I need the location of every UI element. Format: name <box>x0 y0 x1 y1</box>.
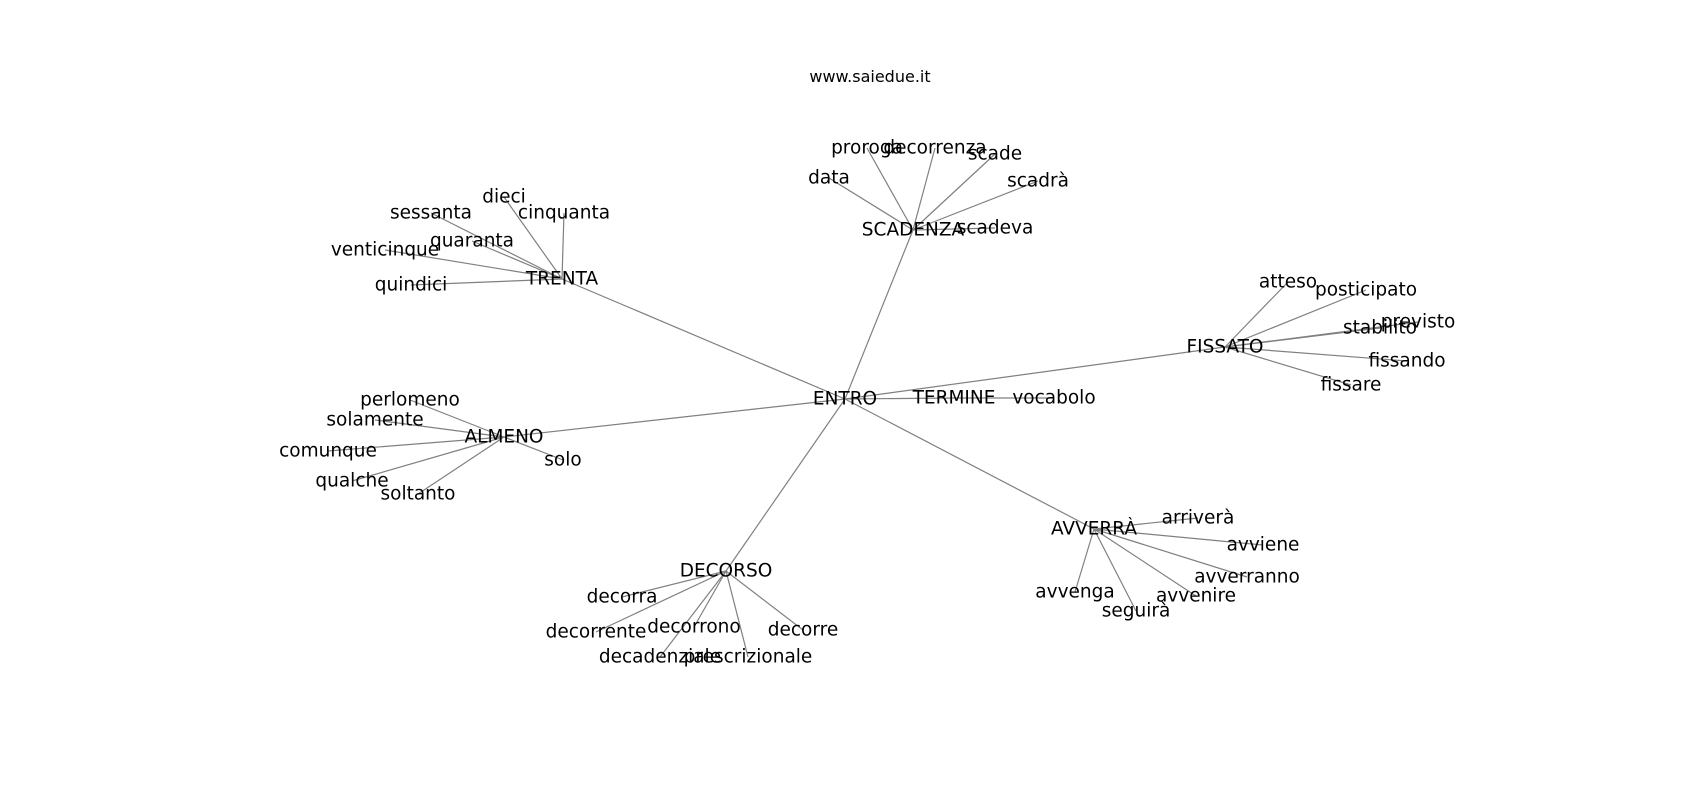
node-decorrente: decorrente <box>546 622 647 643</box>
node-avverra: AVVERRÀ <box>1051 518 1137 540</box>
node-scadra: scadrà <box>1007 171 1069 192</box>
edge-almeno-qualche <box>351 436 505 482</box>
node-arrivera: arriverà <box>1162 508 1235 529</box>
edge-entro-almeno <box>503 398 846 438</box>
node-scade: scade <box>968 144 1022 165</box>
node-prescrizionale: prescrizionale <box>684 647 813 668</box>
edge-entro-avverra <box>844 398 1095 530</box>
edge-trenta-dieci <box>503 196 563 280</box>
edge-almeno-solamente <box>374 419 505 438</box>
edge-decorso-prescrizionale <box>725 570 749 658</box>
edge-scadenza-data <box>828 177 914 231</box>
node-solamente: solamente <box>326 410 423 431</box>
edge-trenta-sessanta <box>430 212 563 280</box>
edge-trenta-cinquanta <box>561 212 565 280</box>
watermark-text: www.saiedue.it <box>809 67 930 86</box>
node-avviene: avviene <box>1227 535 1300 556</box>
node-scadeva: scadeva <box>957 218 1034 239</box>
edge-avverra-seguira <box>1093 528 1137 612</box>
edge-scadenza-decorrenza <box>912 147 936 231</box>
node-qualche: qualche <box>315 471 388 492</box>
edge-decorso-decorre <box>725 570 804 631</box>
node-avvenire: avvenire <box>1156 586 1236 607</box>
node-sessanta: sessanta <box>390 203 472 224</box>
node-fissato: FISSATO <box>1186 337 1263 358</box>
edge-decorso-decorra <box>621 570 727 598</box>
node-posticipato: posticipato <box>1315 280 1417 301</box>
edge-almeno-perlomeno <box>409 399 505 438</box>
node-soltanto: soltanto <box>381 484 456 505</box>
edge-avverra-avverranno <box>1093 528 1248 578</box>
node-previsto: previsto <box>1381 312 1456 333</box>
node-avvenga: avvenga <box>1035 582 1114 603</box>
node-fissare: fissare <box>1321 375 1382 396</box>
edge-almeno-solo <box>503 436 564 461</box>
edge-entro-fissato <box>844 346 1226 400</box>
node-fissando: fissando <box>1368 351 1445 372</box>
edge-avverra-avvenire <box>1093 528 1197 597</box>
edge-fissato-fissare <box>1224 346 1352 386</box>
node-quaranta: quaranta <box>430 231 514 252</box>
edge-avverra-arrivera <box>1093 517 1199 530</box>
node-dieci: dieci <box>482 187 526 208</box>
edge-scadenza-scade <box>912 153 996 231</box>
node-decorre: decorre <box>768 620 838 641</box>
edge-decorso-decorrente <box>595 570 727 633</box>
edge-entro-scadenza <box>844 229 914 400</box>
node-avverranno: avverranno <box>1194 567 1300 588</box>
edge-fissato-fissando <box>1224 346 1408 362</box>
node-atteso: atteso <box>1259 272 1317 293</box>
edge-decorso-decadenziale <box>659 570 727 658</box>
edge-fissato-atteso <box>1224 281 1289 348</box>
edge-entro-termine <box>844 397 955 400</box>
edge-trenta-venticinque <box>384 249 563 280</box>
edge-scadenza-scadeva <box>912 227 996 231</box>
edge-entro-decorso <box>725 398 846 572</box>
edge-scadenza-proroga <box>866 147 914 231</box>
node-cinquanta: cinquanta <box>518 203 610 224</box>
edge-scadenza-scadra <box>912 180 1039 231</box>
node-decorra: decorra <box>587 587 658 608</box>
edge-trenta-quaranta <box>471 240 563 280</box>
node-comunque: comunque <box>279 441 377 462</box>
node-decorso: DECORSO <box>680 561 773 582</box>
node-perlomeno: perlomeno <box>360 390 460 411</box>
node-termine: TERMINE <box>912 388 996 409</box>
node-vocabolo: vocabolo <box>1012 388 1095 409</box>
node-trenta: TRENTA <box>525 269 599 290</box>
node-data: data <box>808 168 850 189</box>
node-decorrenza: decorrenza <box>883 138 986 159</box>
node-scadenza: SCADENZA <box>862 220 965 241</box>
edge-fissato-previsto <box>1224 321 1419 348</box>
edge-fissato-posticipato <box>1224 289 1367 348</box>
edge-almeno-comunque <box>327 436 505 452</box>
node-proroga: proroga <box>831 138 903 159</box>
edge-almeno-soltanto <box>417 436 505 495</box>
edge-entro-trenta <box>561 278 846 400</box>
node-quindici: quindici <box>375 275 448 296</box>
node-entro: ENTRO <box>813 389 877 410</box>
node-seguira: seguirà <box>1102 601 1171 622</box>
node-decorrono: decorrono <box>647 617 740 638</box>
edge-decorso-decorrono <box>693 570 727 628</box>
node-almeno: ALMENO <box>464 427 543 448</box>
edge-avverra-avvenga <box>1074 528 1095 593</box>
node-stabilito: stabilito <box>1343 318 1417 339</box>
node-decadenziale: decadenziale <box>599 647 721 668</box>
node-solo: solo <box>544 450 581 471</box>
edge-avverra-avviene <box>1093 528 1264 546</box>
node-venticinque: venticinque <box>331 240 439 261</box>
edges-layer <box>327 147 1419 658</box>
edge-trenta-quindici <box>410 278 563 286</box>
